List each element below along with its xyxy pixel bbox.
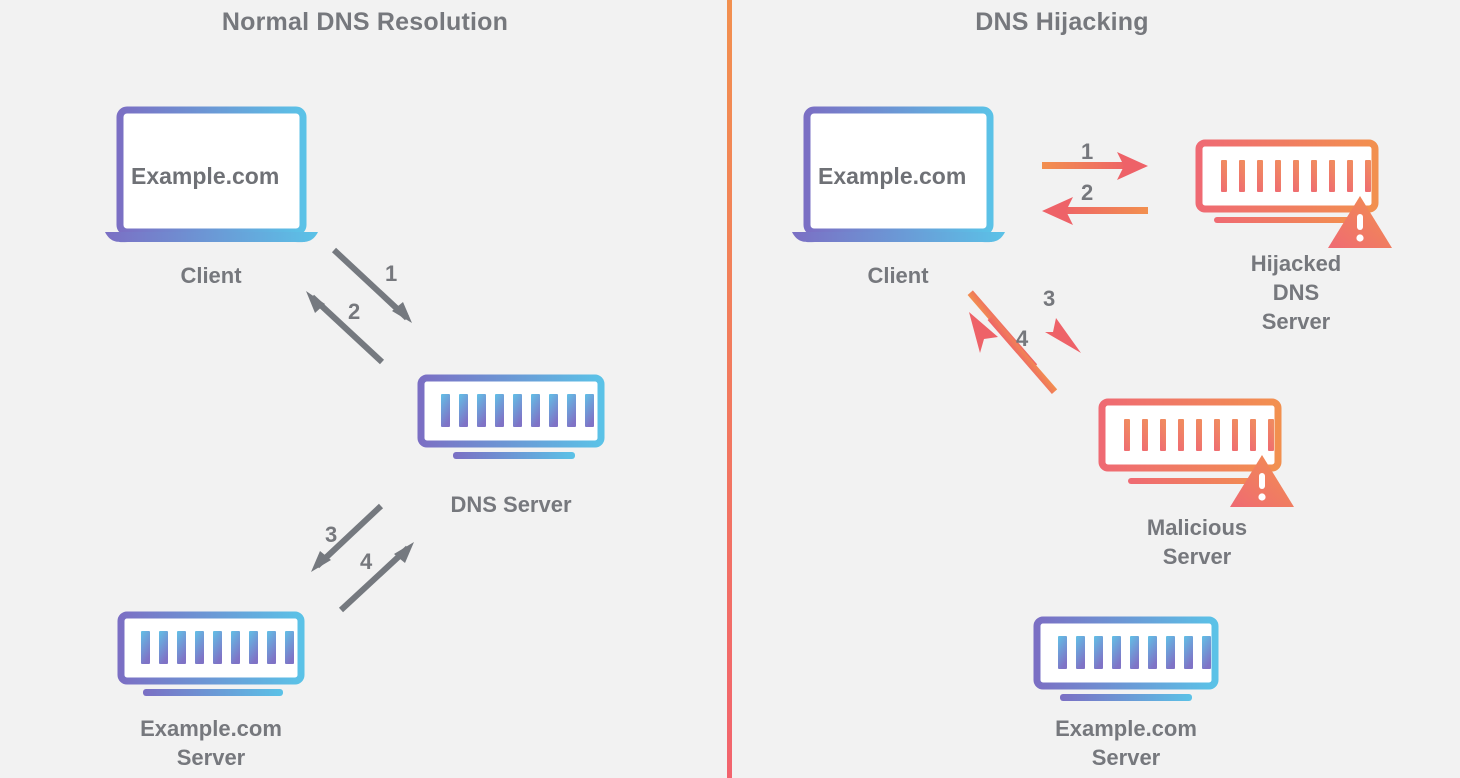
warning-triangle-icon bbox=[1230, 455, 1294, 507]
label-dns-server: DNS Server bbox=[450, 492, 572, 517]
server-bars bbox=[441, 394, 594, 427]
server-body bbox=[1098, 398, 1282, 472]
server-bars bbox=[1124, 419, 1274, 451]
label-hijacked-dns-server: Hijacked DNS Server bbox=[1250, 251, 1342, 334]
vertical-divider bbox=[727, 0, 732, 778]
label-example-server-hijacking: Example.com Server bbox=[1055, 716, 1197, 770]
server-bars bbox=[1058, 636, 1211, 669]
server-body bbox=[1195, 139, 1379, 213]
server-stand bbox=[1060, 694, 1192, 701]
node-example-server-normal bbox=[117, 611, 305, 696]
label-malicious-server: Malicious Server bbox=[1146, 515, 1248, 569]
step-number-normal-1: 1 bbox=[385, 261, 398, 286]
node-dns-server bbox=[417, 374, 605, 459]
node-client-hijacking bbox=[792, 106, 1005, 243]
step-number-normal-3: 3 bbox=[325, 522, 338, 547]
arrow-normal-4 bbox=[338, 542, 414, 613]
client-screen-text-hijacking: Example.com bbox=[818, 163, 967, 189]
laptop-base bbox=[792, 232, 1005, 243]
node-malicious-server bbox=[1098, 398, 1294, 507]
server-stand bbox=[1128, 478, 1268, 484]
arrow-normal-3 bbox=[311, 503, 384, 572]
step-number-normal-4: 4 bbox=[360, 549, 373, 574]
step-number-hijack-4: 4 bbox=[1016, 326, 1029, 351]
server-stand bbox=[1214, 217, 1354, 223]
client-screen-text-normal: Example.com bbox=[131, 163, 280, 189]
step-number-hijack-2: 2 bbox=[1081, 180, 1094, 205]
server-stand bbox=[453, 452, 575, 459]
node-example-server-hijacking bbox=[1033, 616, 1219, 701]
arrow-normal-1 bbox=[331, 247, 412, 323]
warning-triangle-icon bbox=[1328, 196, 1392, 248]
server-stand bbox=[143, 689, 283, 696]
panel-title-hijacking: DNS Hijacking bbox=[975, 8, 1149, 36]
step-number-normal-2: 2 bbox=[348, 299, 361, 324]
label-client-normal: Client bbox=[180, 263, 242, 288]
node-client-normal bbox=[105, 106, 318, 243]
label-example-server-normal: Example.com Server bbox=[140, 716, 282, 770]
step-number-hijack-3: 3 bbox=[1043, 286, 1056, 311]
laptop-base bbox=[105, 232, 318, 243]
arrow-hijack-1 bbox=[1042, 152, 1148, 180]
label-client-hijacking: Client bbox=[867, 263, 929, 288]
panel-title-normal: Normal DNS Resolution bbox=[221, 8, 509, 36]
node-hijacked-dns-server bbox=[1195, 139, 1392, 248]
step-number-hijack-1: 1 bbox=[1081, 139, 1094, 164]
arrow-normal-2 bbox=[306, 291, 385, 365]
server-bars bbox=[141, 631, 294, 664]
arrow-hijack-2 bbox=[1042, 197, 1148, 225]
server-bars bbox=[1221, 160, 1371, 192]
arrow-hijack-4 bbox=[969, 312, 1058, 394]
